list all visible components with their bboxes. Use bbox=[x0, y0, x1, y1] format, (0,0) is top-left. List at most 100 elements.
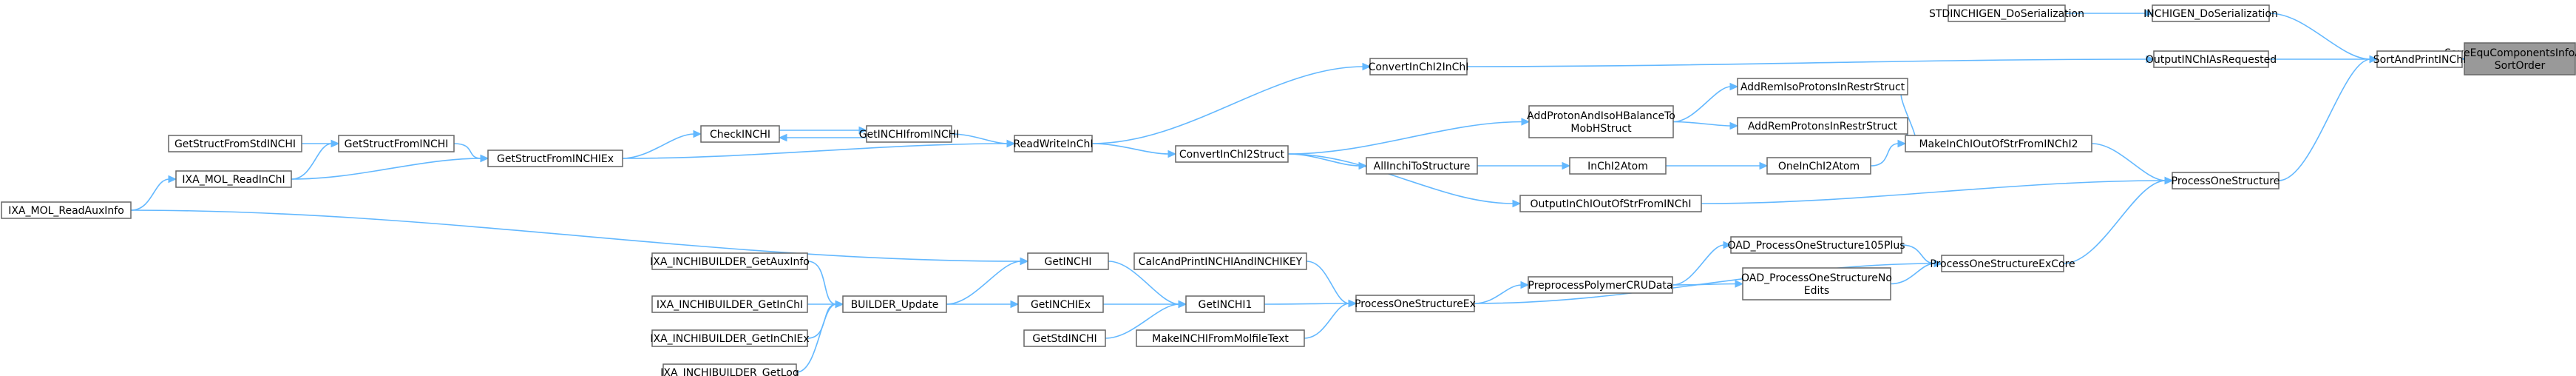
node-label: GetStructFromINCHI bbox=[345, 138, 449, 150]
node-label: GetStructFromINCHIEx bbox=[497, 153, 614, 165]
edge-processone-to-sortprint bbox=[2278, 58, 2371, 181]
edge-processoneexcore-to-processone bbox=[2063, 180, 2166, 264]
nodes-layer: SaveEquComponentsInfoAndSortOrderSortAnd… bbox=[1, 4, 2576, 376]
node-addremiso[interactable]: AddRemIsoProtonsInRestrStruct bbox=[1737, 78, 1908, 95]
node-output_req[interactable]: OutputINChIAsRequested bbox=[2146, 50, 2277, 68]
node-ixab_log[interactable]: IXA_INCHIBUILDER_GetLog bbox=[660, 363, 799, 376]
node-label: IXA_MOL_ReadInChI bbox=[182, 174, 285, 186]
edge-convert2-to-output_req bbox=[1466, 58, 2148, 67]
node-makeinchimol[interactable]: MakeINCHIFromMolfileText bbox=[1136, 329, 1305, 347]
edge-getstruct-to-getstructex bbox=[453, 143, 482, 159]
node-processone[interactable]: ProcessOneStructure bbox=[2172, 172, 2280, 189]
node-allinchi[interactable]: AllInchiToStructure bbox=[1366, 157, 1478, 175]
node-inchigen_deser[interactable]: INCHIGEN_DoSerialization bbox=[2143, 4, 2278, 22]
node-preprocess[interactable]: PreprocessPolymerCRUData bbox=[1528, 276, 1673, 294]
node-calcandprint[interactable]: CalcAndPrintINCHIAndINCHIKEY bbox=[1133, 252, 1307, 270]
node-getstdinchi[interactable]: GetStdINCHI bbox=[1023, 329, 1106, 347]
node-ixab_inchi[interactable]: IXA_INCHIBUILDER_GetInChI bbox=[651, 295, 808, 313]
edge-calcandprint-to-processoneex bbox=[1306, 261, 1350, 304]
node-label: OutputInChIOutOfStrFromINChI bbox=[1531, 198, 1692, 210]
node-label: GetINCHIEx bbox=[1031, 299, 1091, 311]
node-processoneexcore[interactable]: ProcessOneStructureExCore bbox=[1930, 255, 2075, 272]
node-label: STDINCHIGEN_DoSerialization bbox=[1929, 8, 2084, 20]
arrowhead-icon bbox=[1735, 280, 1744, 288]
arrowhead-icon bbox=[2146, 55, 2155, 64]
arrowhead-icon bbox=[835, 300, 844, 309]
node-label: InChI2Atom bbox=[1587, 161, 1648, 172]
node-label: AddRemProtonsInRestrStruct bbox=[1748, 121, 1898, 132]
node-sortprint[interactable]: SortAndPrintINChI bbox=[2373, 50, 2467, 68]
edge-ixab_aux-to-builder_update bbox=[807, 261, 837, 305]
edge-getstructex-to-readwrite bbox=[622, 143, 1009, 159]
node-label: IXA_INCHIBUILDER_GetInChI bbox=[657, 299, 803, 311]
arrowhead-icon bbox=[858, 126, 868, 135]
node-label: SortAndPrintINChI bbox=[2373, 54, 2467, 66]
node-label: Edits bbox=[1804, 285, 1829, 297]
node-outputinchiout[interactable]: OutputInChIOutOfStrFromINChI bbox=[1519, 195, 1702, 212]
arrowhead-icon bbox=[331, 139, 340, 148]
node-getinchi1[interactable]: GetINCHI1 bbox=[1185, 295, 1265, 313]
edge-outputinchiout-to-processone bbox=[1701, 180, 2166, 204]
arrowhead-icon bbox=[1729, 82, 1739, 91]
arrowhead-icon bbox=[1520, 281, 1530, 289]
arrowhead-icon bbox=[1178, 300, 1187, 309]
node-getinchiex[interactable]: GetINCHIEx bbox=[1017, 295, 1104, 313]
node-ixa_readinchi[interactable]: IXA_MOL_ReadInChI bbox=[175, 170, 292, 188]
node-getstructstd[interactable]: GetStructFromStdINCHI bbox=[168, 135, 302, 152]
edge-readwrite-to-convert2 bbox=[1091, 66, 1364, 144]
node-label: INCHIGEN_DoSerialization bbox=[2143, 8, 2278, 20]
node-makeinchi[interactable]: MakeInChIOutOfStrFromINChI2 bbox=[1905, 135, 2092, 152]
arrowhead-icon bbox=[1006, 139, 1016, 148]
node-save[interactable]: SaveEquComponentsInfoAndSortOrder bbox=[2444, 42, 2576, 75]
node-label: MakeINCHIFromMolfileText bbox=[1152, 333, 1289, 345]
edge-makeinchimol-to-processoneex bbox=[1304, 303, 1350, 339]
edge-getinchi-to-getinchi1 bbox=[1108, 261, 1180, 305]
edge-getstdinchi-to-getinchi1 bbox=[1105, 303, 1180, 339]
edge-getinchi1-to-processoneex bbox=[1264, 303, 1350, 305]
node-convert2struct[interactable]: ConvertInChI2Struct bbox=[1175, 145, 1289, 163]
node-getinchifrom[interactable]: GetINCHIfromINCHI bbox=[859, 125, 960, 143]
arrowhead-icon bbox=[2164, 176, 2174, 185]
node-label: ProcessOneStructureExCore bbox=[1930, 258, 2075, 270]
node-std_deser[interactable]: STDINCHIGEN_DoSerialization bbox=[1929, 4, 2084, 22]
node-convert2[interactable]: ConvertInChI2InChI bbox=[1369, 58, 1469, 75]
node-ixa_readaux[interactable]: IXA_MOL_ReadAuxInfo bbox=[1, 201, 132, 219]
node-getinchi[interactable]: GetINCHI bbox=[1027, 252, 1109, 270]
node-label: SortOrder bbox=[2495, 60, 2546, 72]
node-label: IXA_INCHIBUILDER_GetAuxInfo bbox=[650, 256, 810, 268]
node-readwrite[interactable]: ReadWriteInChI bbox=[1014, 135, 1094, 152]
node-inchi2atom[interactable]: InChI2Atom bbox=[1569, 157, 1667, 175]
edges-layer bbox=[130, 9, 2470, 373]
node-label: AddProtonAndIsoHBalanceTo bbox=[1527, 110, 1675, 122]
node-builder_update[interactable]: BUILDER_Update bbox=[842, 295, 947, 313]
node-getstructex[interactable]: GetStructFromINCHIEx bbox=[487, 150, 623, 167]
node-label: ProcessOneStructureEx bbox=[1355, 298, 1476, 310]
node-ixab_aux[interactable]: IXA_INCHIBUILDER_GetAuxInfo bbox=[650, 252, 810, 270]
node-label: MakeInChIOutOfStrFromINChI2 bbox=[1919, 138, 2078, 150]
node-label: OAD_ProcessOneStructureNo bbox=[1741, 272, 1892, 284]
node-label: IXA_MOL_ReadAuxInfo bbox=[8, 205, 124, 217]
edge-processoneex-to-processoneexcore bbox=[1474, 263, 1936, 304]
node-label: GetINCHI1 bbox=[1199, 299, 1253, 311]
arrowhead-icon bbox=[2144, 9, 2154, 18]
node-oneinchi[interactable]: OneInChI2Atom bbox=[1766, 157, 1871, 175]
node-processoneex[interactable]: ProcessOneStructureEx bbox=[1355, 295, 1476, 312]
node-oad105[interactable]: OAD_ProcessOneStructure105Plus bbox=[1727, 236, 1905, 254]
node-label: ConvertInChI2Struct bbox=[1179, 149, 1285, 161]
node-getstruct[interactable]: GetStructFromINCHI bbox=[338, 135, 455, 152]
node-label: ProcessOneStructure bbox=[2172, 175, 2280, 187]
arrowhead-icon bbox=[1521, 118, 1531, 126]
arrowhead-icon bbox=[168, 175, 177, 184]
edge-getstructex-to-checkinchi bbox=[622, 133, 695, 159]
node-checkinchi[interactable]: CheckINCHI bbox=[700, 125, 780, 143]
node-addremprot[interactable]: AddRemProtonsInRestrStruct bbox=[1737, 117, 1908, 135]
arrowhead-icon bbox=[1348, 299, 1358, 308]
node-label: IXA_INCHIBUILDER_GetLog bbox=[660, 367, 799, 376]
node-label: AllInchiToStructure bbox=[1374, 161, 1471, 172]
node-ixab_inchiex[interactable]: IXA_INCHIBUILDER_GetInChIEx bbox=[650, 329, 810, 347]
edge-oneinchi-to-makeinchi bbox=[1870, 143, 1899, 167]
edge-convert2struct-to-outputinchiout bbox=[1287, 153, 1514, 204]
